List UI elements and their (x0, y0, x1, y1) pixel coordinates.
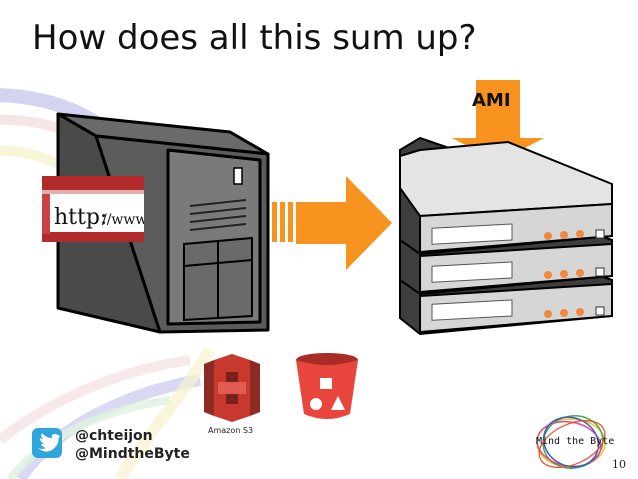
twitter-bird-icon (32, 428, 62, 458)
mind-the-byte-logo-text: Mind the Byte (536, 436, 615, 447)
http-text-suffix: //www. (102, 212, 144, 228)
ami-down-arrow (452, 80, 544, 162)
s3-bucket-icon (296, 353, 358, 419)
mind-the-byte-logo (536, 415, 606, 469)
amazon-s3-icon (204, 354, 260, 422)
amazon-s3-label: Amazon S3 (208, 426, 254, 435)
rack-servers-icon (399, 80, 613, 336)
arrow-right-icon (272, 176, 392, 270)
company-handle: @MindtheByte (75, 446, 190, 462)
http-address-bar-graphic: http: //www. (42, 176, 144, 242)
http-address-bar-image: http: //www. (42, 176, 144, 242)
page-number: 10 (612, 458, 626, 471)
twitter-handle: @chteijon (75, 428, 153, 444)
slide-title: How does all this sum up? (32, 18, 477, 58)
http-text-prefix: http: (54, 205, 107, 230)
ami-label: AMI (472, 90, 511, 111)
